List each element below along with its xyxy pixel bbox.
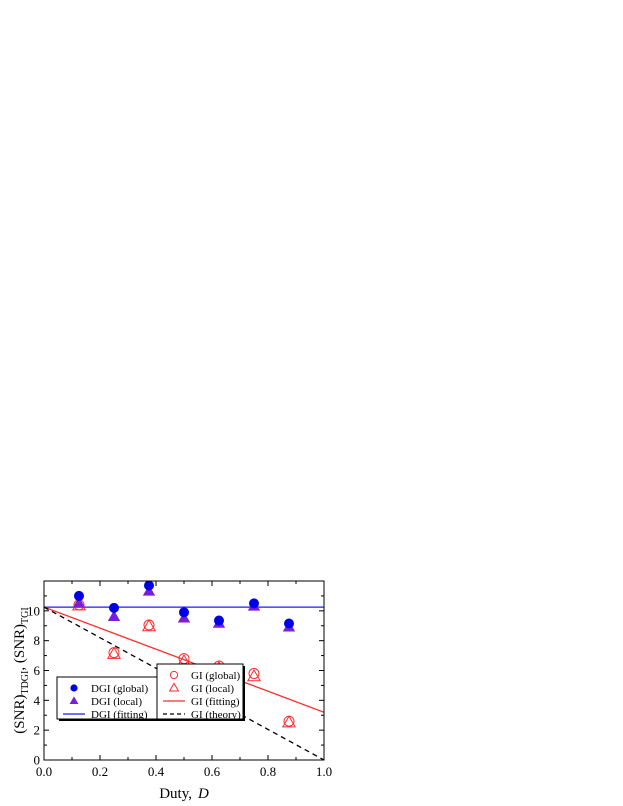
legend-marker: [169, 670, 179, 680]
legend-marker: [69, 696, 79, 705]
y-axis-title: (SNR)TDGI, (SNR)TGI: [12, 607, 31, 733]
plot-area: [44, 580, 324, 760]
data-point: [144, 580, 154, 591]
series-line-gi-theory: [44, 606, 324, 760]
legend: DGI (global)DGI (local)DGI (fitting)GI (…: [56, 663, 245, 721]
legend-entry: GI (theory): [163, 709, 241, 721]
legend-entry: GI (global): [169, 670, 241, 682]
data-point: [108, 647, 120, 659]
data-point: [143, 619, 155, 631]
legend-label: GI (local): [191, 683, 234, 695]
data-point: [179, 607, 189, 618]
legend-label: GI (global): [191, 670, 241, 682]
legend-marker: [70, 684, 78, 692]
x-tick-label: 0.2: [92, 764, 108, 779]
legend-dgi: DGI (global)DGI (local)DGI (fitting): [56, 676, 171, 721]
y-tick-label: 8: [34, 633, 41, 648]
data-point: [249, 598, 259, 609]
data-point: [284, 618, 294, 629]
x-axis-title: Duty,D: [159, 786, 209, 802]
legend-entry: GI (local): [168, 682, 234, 695]
legend-entry: DGI (local): [69, 696, 142, 708]
legend-marker: [168, 682, 180, 692]
legend-label: DGI (global): [91, 683, 148, 695]
y-tick-label: 6: [34, 663, 41, 678]
x-tick-label: 0.4: [148, 764, 165, 779]
data-point: [246, 668, 262, 682]
legend-entry: DGI (fitting): [63, 709, 148, 721]
data-point: [214, 615, 224, 626]
y-tick-label: 0: [34, 753, 41, 768]
legend-label: GI (fitting): [191, 696, 240, 708]
data-point: [72, 596, 86, 608]
series-line-gi-fitting: [44, 606, 324, 713]
data-point: [106, 646, 122, 659]
axes: 0.0 0.2 0.4 0.6 0.8 1.0 0 2 4 6 8 10: [27, 580, 332, 779]
data-point: [141, 618, 157, 632]
data-point: [248, 667, 260, 679]
y-tick-label: 10: [27, 603, 40, 618]
data-point: [107, 610, 121, 622]
data-point: [281, 715, 297, 728]
y-tick-label: 4: [34, 693, 41, 708]
y-tick-label: 2: [34, 723, 41, 738]
x-tick-label: 1.0: [316, 764, 332, 779]
data-point: [109, 602, 119, 613]
data-point: [74, 590, 84, 601]
legend-entry: DGI (global): [70, 683, 148, 695]
x-tick-label: 0.6: [204, 764, 221, 779]
legend-label: DGI (local): [91, 696, 142, 708]
x-tick-label: 0.0: [36, 764, 52, 779]
legend-entry: GI (fitting): [163, 696, 240, 708]
x-tick-label: 0.8: [260, 764, 276, 779]
legend-label: DGI (fitting): [91, 709, 148, 721]
legend-label: GI (theory): [191, 709, 241, 721]
legend-gi: GI (global)GI (local)GI (fitting)GI (the…: [156, 663, 245, 721]
data-point: [283, 715, 295, 727]
